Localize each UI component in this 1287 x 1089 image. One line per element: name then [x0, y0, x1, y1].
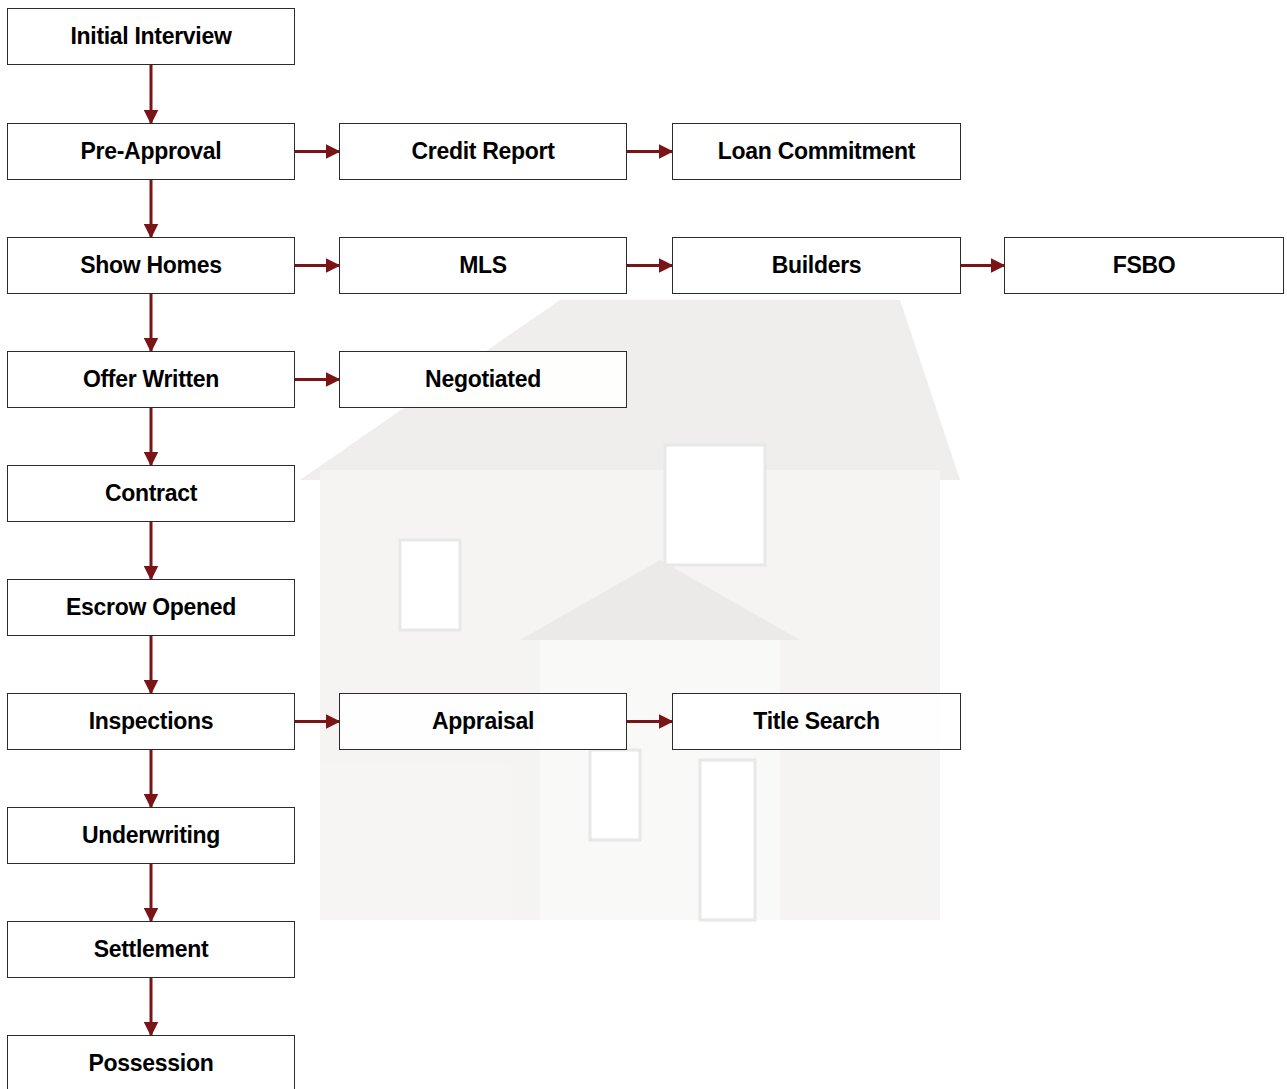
process-box: Show Homes — [7, 237, 295, 294]
process-box: Inspections — [7, 693, 295, 750]
flow-arrow — [150, 864, 153, 921]
flow-arrow — [961, 264, 1004, 267]
flow-arrow — [295, 150, 339, 153]
window — [590, 750, 640, 840]
window — [665, 445, 765, 565]
door — [700, 760, 755, 920]
flow-arrow — [150, 522, 153, 579]
flow-arrow — [627, 720, 672, 723]
process-box: Settlement — [7, 921, 295, 978]
box-label: FSBO — [1113, 252, 1176, 279]
process-box: FSBO — [1004, 237, 1284, 294]
process-box: Initial Interview — [7, 8, 295, 65]
box-label: Possession — [89, 1050, 214, 1077]
process-box: Negotiated — [339, 351, 627, 408]
box-label: Loan Commitment — [718, 138, 915, 165]
process-box: Appraisal — [339, 693, 627, 750]
flow-arrow — [295, 264, 339, 267]
box-label: Title Search — [753, 708, 879, 735]
flow-arrow — [150, 65, 153, 123]
process-box: Title Search — [672, 693, 961, 750]
process-box: Possession — [7, 1035, 295, 1089]
porch — [540, 640, 780, 920]
flow-arrow — [295, 720, 339, 723]
flow-arrow — [295, 378, 339, 381]
process-box: Escrow Opened — [7, 579, 295, 636]
flow-arrow — [150, 978, 153, 1035]
box-label: Underwriting — [82, 822, 220, 849]
process-box: Pre-Approval — [7, 123, 295, 180]
flow-arrow — [150, 750, 153, 807]
box-label: Appraisal — [432, 708, 534, 735]
process-box: Credit Report — [339, 123, 627, 180]
box-label: Initial Interview — [70, 23, 231, 50]
process-box: Loan Commitment — [672, 123, 961, 180]
window — [400, 540, 460, 630]
box-label: Show Homes — [80, 252, 221, 279]
box-label: Credit Report — [411, 138, 554, 165]
process-box: Builders — [672, 237, 961, 294]
box-label: Builders — [772, 252, 862, 279]
flow-arrow — [627, 150, 672, 153]
roof — [300, 300, 960, 480]
process-box: MLS — [339, 237, 627, 294]
flow-arrow — [150, 180, 153, 237]
box-label: Negotiated — [425, 366, 541, 393]
box-label: Escrow Opened — [66, 594, 236, 621]
flow-arrow — [150, 294, 153, 351]
flow-arrow — [150, 636, 153, 693]
box-label: MLS — [459, 252, 507, 279]
house-illustration — [300, 300, 960, 920]
flow-arrow — [627, 264, 672, 267]
box-label: Inspections — [89, 708, 214, 735]
process-box: Underwriting — [7, 807, 295, 864]
box-label: Offer Written — [83, 366, 219, 393]
process-box: Offer Written — [7, 351, 295, 408]
box-label: Settlement — [94, 936, 209, 963]
box-label: Contract — [105, 480, 197, 507]
flow-arrow — [150, 408, 153, 465]
process-box: Contract — [7, 465, 295, 522]
box-label: Pre-Approval — [81, 138, 222, 165]
gable — [520, 560, 800, 640]
